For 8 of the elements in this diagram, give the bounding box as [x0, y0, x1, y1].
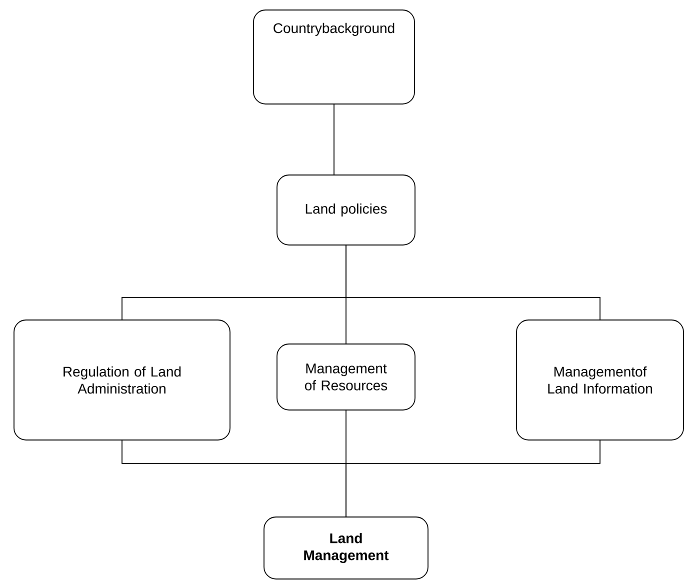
process-box: Land Management	[264, 516, 428, 580]
process-box: Land policies	[276, 174, 416, 246]
connector-line	[346, 440, 600, 517]
process-box: Countrybackground	[253, 10, 415, 104]
process-box: Regulation of Land Administration	[14, 320, 230, 440]
process-box: Managementof Land Information	[516, 320, 684, 440]
connector-line	[346, 245, 600, 320]
process-box: Management of Resources	[276, 344, 416, 410]
